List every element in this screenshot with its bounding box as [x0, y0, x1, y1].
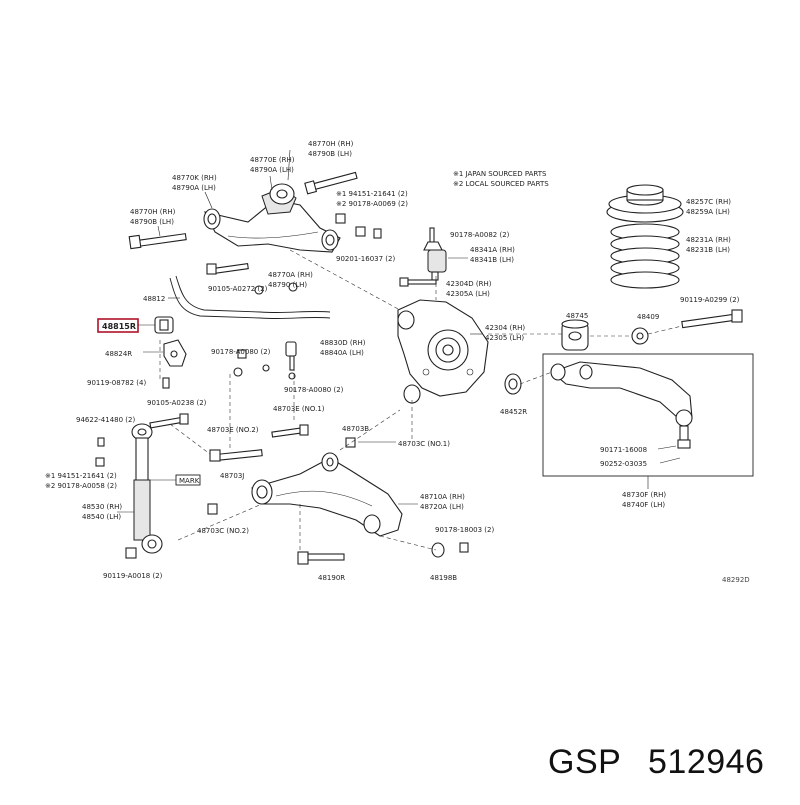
brand-name: GSP: [548, 743, 621, 781]
shock-absorber: [131, 423, 163, 554]
label-48703j: 48703J: [220, 472, 244, 480]
label-48259a: 48259A (LH): [686, 208, 730, 216]
upper-arm-bolt-bottom: [206, 263, 298, 295]
label-48257c: 48257C (RH): [686, 198, 731, 206]
adjusting-bolt-48190r: [297, 551, 345, 565]
leader-lines: [159, 249, 683, 552]
label-90178-a0080-right: 90178-A0080 (2): [284, 386, 344, 394]
label-94151-lower: ※1 94151-21641 (2): [45, 472, 117, 480]
label-48720a: 48720A (LH): [420, 503, 464, 511]
label-48703c-no2: 48703C (NO.2): [197, 527, 249, 535]
label-48770h: 48770H (RH): [308, 140, 354, 148]
label-48409: 48409: [637, 313, 659, 321]
label-48540: 48540 (LH): [82, 513, 121, 521]
label-48231b: 48231B (LH): [686, 246, 730, 254]
upper-ball-joint: [423, 227, 447, 281]
label-48790a-second: 48790A (LH): [172, 184, 216, 192]
label-48790: 48790 (LH): [268, 281, 307, 289]
shock-bolt-bottom: [125, 547, 137, 559]
label-48790a-upper: 48790A (LH): [250, 166, 294, 174]
upper-arm-bolt-left: [128, 233, 187, 250]
spring-insulator: [606, 184, 684, 223]
label-48790b: 48790B (LH): [308, 150, 352, 158]
label-mark: MARK: [179, 477, 200, 485]
lower-control-arm-rear: [251, 452, 403, 537]
label-48824r: 48824R: [105, 350, 132, 358]
label-48770a: 48770A (RH): [268, 271, 313, 279]
steering-knuckle: [397, 299, 489, 404]
label-42304d: 42304D (RH): [446, 280, 492, 288]
label-48815r: 48815R: [102, 322, 136, 331]
knuckle-bolt-small: [399, 277, 437, 287]
part-number: 512946: [648, 743, 764, 781]
label-48530: 48530 (RH): [82, 503, 122, 511]
label-42304: 42304 (RH): [485, 324, 525, 332]
label-48740f: 48740F (LH): [622, 501, 665, 509]
stabilizer-bracket: [163, 339, 187, 367]
bushing-48745: [561, 319, 589, 351]
stabilizer-bar: [169, 275, 331, 320]
label-90178-a0058: ※2 90178-A0058 (2): [45, 482, 117, 490]
label-48198b: 48198B: [430, 574, 457, 582]
label-90178-a0082: 90178-A0082 (2): [450, 231, 510, 239]
label-48812: 48812: [143, 295, 165, 303]
label-48341b: 48341B (LH): [470, 256, 514, 264]
label-48452r: 48452R: [500, 408, 527, 416]
long-bolt-right: [681, 309, 743, 329]
label-48231a: 48231A (RH): [686, 236, 731, 244]
label-48703e-no1: 48703E (NO.1): [273, 405, 325, 413]
lower-control-arm-front: [550, 361, 693, 449]
upper-arm-nuts: [335, 213, 382, 239]
bracket-bolt: [162, 377, 170, 389]
label-48190r: 48190R: [318, 574, 345, 582]
coil-spring: [610, 223, 680, 289]
label-48770h-second: 48770H (RH): [130, 208, 176, 216]
label-48745: 48745: [566, 312, 588, 320]
label-48770k: 48770K (RH): [172, 174, 217, 182]
label-42305a: 42305A (LH): [446, 290, 490, 298]
label-48730f: 48730F (RH): [622, 491, 666, 499]
label-94151-upper: ※1 94151-21641 (2): [336, 190, 408, 198]
label-90178-18003: 90178-18003 (2): [435, 526, 494, 534]
upper-arm-bolt-top: [304, 171, 358, 195]
note-japan-parts: ※1 JAPAN SOURCED PARTS: [453, 170, 547, 178]
label-48840a: 48840A (LH): [320, 349, 364, 357]
label-48790b-second: 48790B (LH): [130, 218, 174, 226]
label-90119-08782: 90119-08782 (4): [87, 379, 146, 387]
stabilizer-link-parts: [233, 341, 297, 380]
label-48341a: 48341A (RH): [470, 246, 515, 254]
label-42305: 42305 (LH): [485, 334, 524, 342]
note-local-parts: ※2 LOCAL SOURCED PARTS: [453, 180, 549, 188]
diagram-code: 48292D: [722, 576, 750, 584]
bushing-48452r: [504, 373, 522, 395]
label-90105-a0272: 90105-A0272 (2): [208, 285, 268, 293]
cam-48198b: [431, 542, 469, 558]
shock-bolt-top: [149, 413, 189, 429]
label-48703b: 48703B: [342, 425, 369, 433]
label-48703c-no1: 48703C (NO.1): [398, 440, 450, 448]
cam-plate-48409: [631, 327, 649, 345]
label-90119-a0018: 90119-A0018 (2): [103, 572, 163, 580]
label-94622: 94622-41480 (2): [76, 416, 135, 424]
label-90178-a0080-left: 90178-A0080 (2): [211, 348, 271, 356]
label-90252: 90252-03035: [600, 460, 647, 468]
lower-arm-bolts: [207, 424, 356, 515]
label-48830d: 48830D (RH): [320, 339, 366, 347]
stabilizer-bushing-highlight: 48815R: [97, 316, 174, 334]
label-48703e-no2: 48703E (NO.2): [207, 426, 259, 434]
label-90178-a0069: ※2 90178-A0069 (2): [336, 200, 408, 208]
label-48710a: 48710A (RH): [420, 493, 465, 501]
label-90171: 90171-16008: [600, 446, 647, 454]
label-48770e: 48770E (RH): [250, 156, 295, 164]
upper-control-arm: [203, 183, 341, 253]
shock-washers: [95, 437, 105, 467]
label-90201: 90201-16037 (2): [336, 255, 395, 263]
label-90119-a0299: 90119-A0299 (2): [680, 296, 740, 304]
label-90105-a0238: 90105-A0238 (2): [147, 399, 207, 407]
